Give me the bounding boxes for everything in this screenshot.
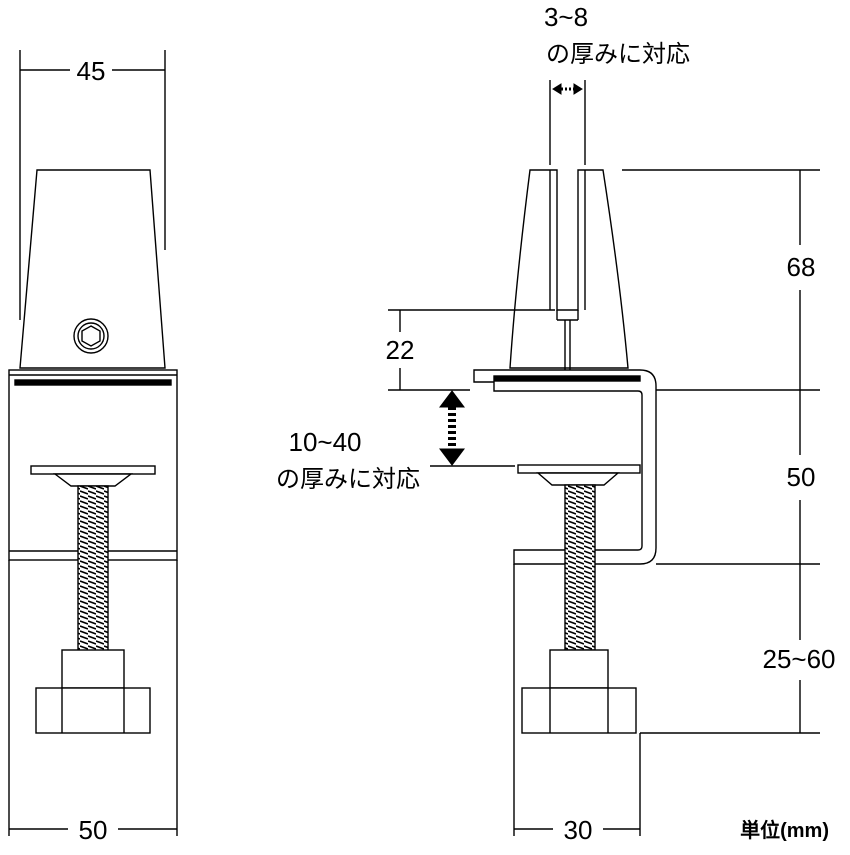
side-knob xyxy=(521,687,637,734)
front-pressure-plate xyxy=(30,465,156,475)
side-upper-body xyxy=(509,169,629,369)
front-knob-neck xyxy=(61,649,125,689)
front-upper-body xyxy=(19,169,166,369)
insert-depth-label: 22 xyxy=(386,335,415,365)
side-gap-bar xyxy=(493,375,641,382)
front-clamp-block xyxy=(8,369,178,561)
screw-range-label: 25~60 xyxy=(762,644,835,674)
front-view xyxy=(8,50,178,836)
side-knob-neck xyxy=(549,649,609,689)
clamp-height-label: 50 xyxy=(787,462,816,492)
side-view xyxy=(388,80,820,836)
side-c-frame xyxy=(473,369,657,565)
desk-thickness-label: 10~40 xyxy=(288,427,361,457)
front-gap-bar xyxy=(14,379,172,386)
panel-thickness-note: の厚みに対応 xyxy=(546,41,690,68)
side-screw xyxy=(564,484,596,651)
front-top-width-label: 45 xyxy=(77,56,106,86)
side-bottom-width-label: 30 xyxy=(564,815,593,845)
upper-height-label: 68 xyxy=(787,252,816,282)
hex-bolt-icon xyxy=(73,318,109,354)
panel-thickness-arrow-icon xyxy=(552,83,583,95)
front-screw xyxy=(77,485,109,652)
unit-label: 単位(mm) xyxy=(740,818,829,842)
desk-thickness-note: の厚みに対応 xyxy=(276,466,420,493)
front-knob xyxy=(35,687,151,734)
front-bottom-width-label: 50 xyxy=(79,815,108,845)
panel-thickness-label: 3~8 xyxy=(544,2,588,32)
desk-thickness-arrow-icon xyxy=(439,390,465,466)
side-pressure-plate xyxy=(517,464,641,474)
